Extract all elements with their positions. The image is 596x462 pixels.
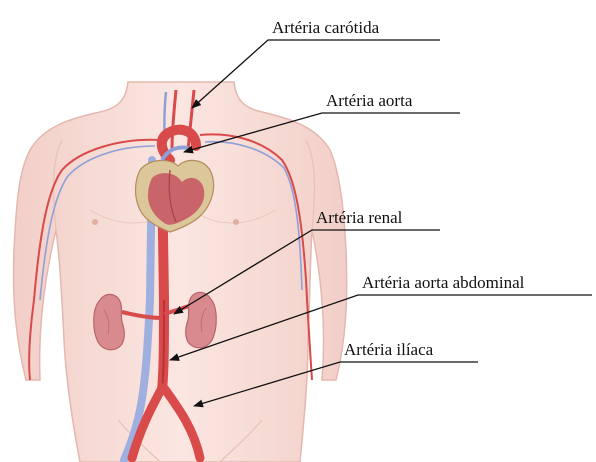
left-kidney	[94, 294, 125, 349]
label-arteria-renal: Artéria renal	[316, 208, 403, 227]
label-arteria-iliaca: Artéria ilíaca	[344, 340, 434, 359]
label-arteria-aorta: Artéria aorta	[326, 91, 413, 110]
label-arteria-carotida: Artéria carótida	[272, 18, 380, 37]
right-kidney	[186, 292, 217, 347]
label-arteria-aorta-abdominal: Artéria aorta abdominal	[362, 273, 525, 292]
